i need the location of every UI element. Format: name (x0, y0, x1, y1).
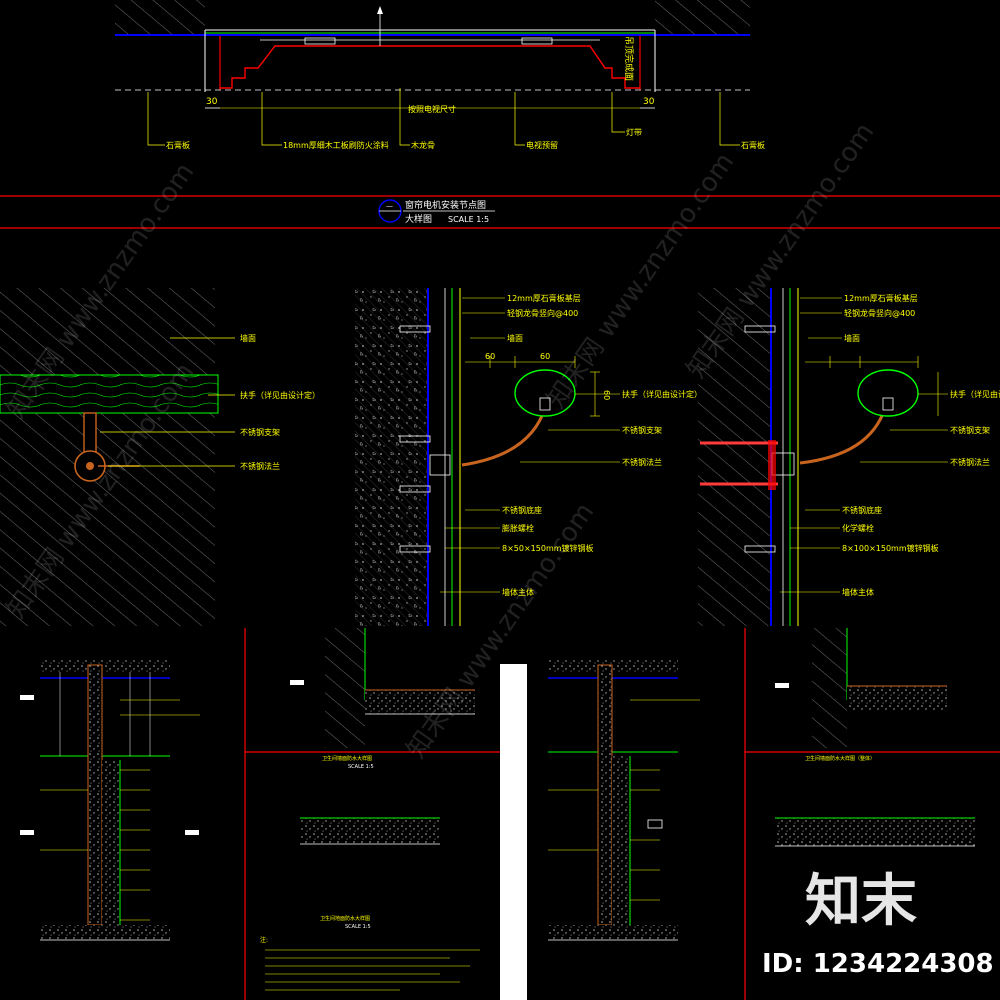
brand-logo: 知末 (805, 869, 917, 934)
top-label-6: 石膏板 (741, 140, 765, 150)
bottom-sheet-4: 卫生间墙面防水大样图（整体） (745, 628, 1000, 847)
dimension-60a: 60 (485, 352, 495, 361)
title-number: — (386, 202, 393, 210)
detail-label-3: 墙面 (507, 333, 523, 343)
title-subtitle: 大样图 (405, 213, 432, 225)
detail-label-4: 扶手（详见由设计定） (622, 389, 702, 399)
sheet-title-1: 卫生间墙面防水大样图 (322, 755, 372, 762)
detail2-label-5: 不锈钢支架 (950, 425, 990, 435)
wall-detail-right: 12mm厚石膏板基层 轻钢龙骨竖向@400 墙面 扶手（详见由设计定） 不锈钢支… (698, 288, 1000, 626)
vertical-label: 吊顶完成面 (623, 36, 635, 81)
detail2-label-7: 不锈钢底座 (842, 505, 882, 515)
top-label-4: 电视预留 (526, 140, 558, 150)
detail-label-9: 8×50×150mm镀锌钢板 (502, 543, 594, 553)
bottom-sheet-2: 卫生间墙面防水大样图 SCALE 1:5 卫生间地面防水大样图 SCALE 1:… (245, 628, 500, 991)
detail2-label-3: 墙面 (844, 333, 860, 343)
top-label-5: 灯带 (626, 127, 642, 137)
detail2-label-8: 化学螺栓 (842, 523, 874, 533)
brand-watermark: 知末 ID: 1234224308 (762, 869, 994, 979)
top-label-1: 石膏板 (166, 140, 190, 150)
title-block: — 窗帘电机安装节点图 大样图 SCALE 1:5 (0, 195, 1000, 229)
bottom-sheet-1 (20, 628, 246, 1000)
sheet-title-3: 卫生间墙面防水大样图（整体） (805, 755, 875, 762)
handrail-label-2: 扶手（详见由设计定） (240, 390, 320, 400)
detail2-label-10: 墙体主体 (842, 587, 874, 597)
dimension-60b: 60 (540, 352, 550, 361)
detail2-label-6: 不锈钢法兰 (950, 457, 990, 467)
dimension-right: 30 (643, 97, 655, 107)
detail2-label-1: 12mm厚石膏板基层 (844, 293, 918, 303)
detail-label-1: 12mm厚石膏板基层 (507, 293, 581, 303)
detail-label-7: 不锈钢底座 (502, 505, 542, 515)
title-scale: SCALE 1:5 (448, 215, 489, 224)
dimension-left: 30 (206, 97, 218, 107)
detail2-label-9: 8×100×150mm镀锌钢板 (842, 543, 939, 553)
detail-label-2: 轻钢龙骨竖向@400 (507, 308, 578, 318)
id-label: ID: 1234224308 (762, 949, 994, 979)
detail-label-10: 墙体主体 (502, 587, 534, 597)
dimension-span: 按照电视尺寸 (408, 104, 456, 114)
bottom-sheet-3 (548, 628, 746, 1000)
detail-label-5: 不锈钢支架 (622, 425, 662, 435)
handrail-label-1: 墙面 (240, 333, 256, 343)
top-section-curtain-detail: 30 30 按照电视尺寸 石膏板 18mm厚细木工板刷防火涂料 木龙骨 电视预留… (115, 0, 765, 150)
top-label-2: 18mm厚细木工板刷防火涂料 (283, 140, 389, 150)
handrail-section-left: 墙面 扶手（详见由设计定） 不锈钢支架 不锈钢法兰 (0, 288, 320, 626)
note-header: 注: (260, 936, 268, 944)
detail2-label-2: 轻钢龙骨竖向@400 (844, 308, 915, 318)
sheet-scale-2: SCALE 1:5 (345, 924, 371, 930)
sheet-scale-1: SCALE 1:5 (348, 764, 374, 770)
dimension-60-vertical: 60 (602, 390, 611, 400)
handrail-label-4: 不锈钢法兰 (240, 461, 280, 471)
top-label-3: 木龙骨 (411, 140, 435, 150)
detail-label-8: 膨胀螺栓 (502, 523, 534, 533)
title-text: 窗帘电机安装节点图 (405, 199, 486, 211)
detail2-label-4: 扶手（详见由设计定） (950, 389, 1000, 399)
detail-label-6: 不锈钢法兰 (622, 457, 662, 467)
wall-detail-center: 60 60 60 12mm厚石膏板基层 轻钢龙骨竖向@400 墙面 扶手（详见由… (355, 288, 702, 626)
sheet-title-2: 卫生间地面防水大样图 (320, 915, 370, 922)
white-divider (500, 664, 527, 1000)
handrail-label-3: 不锈钢支架 (240, 427, 280, 437)
